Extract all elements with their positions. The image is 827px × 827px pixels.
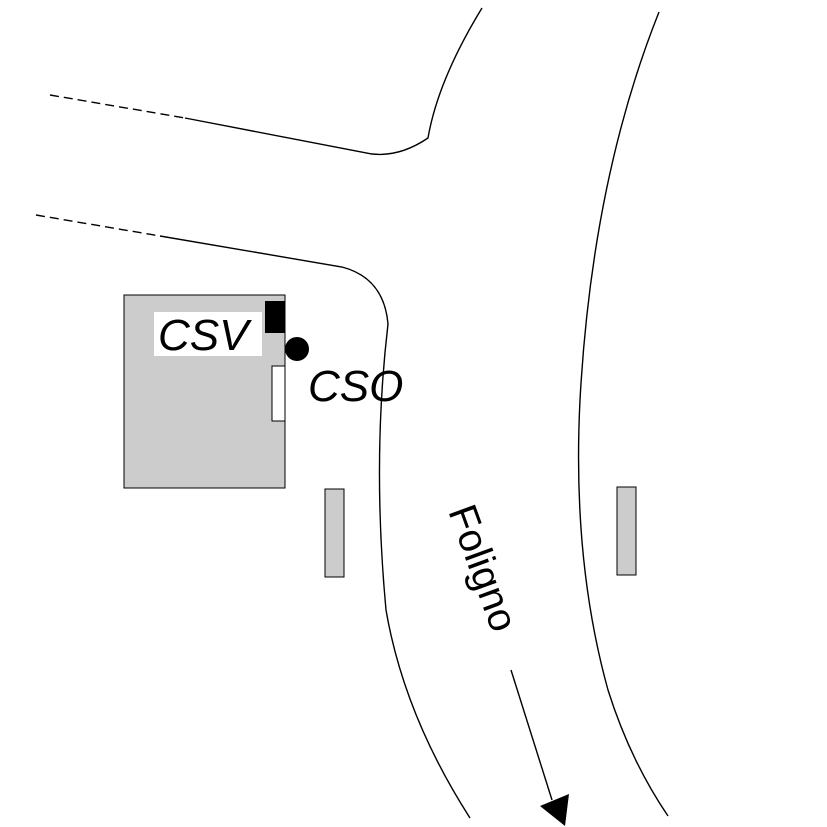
roadside-marker-left: [324, 488, 345, 578]
side-road-top-edge-dashed: [49, 94, 186, 119]
side-road-top-edge: [184, 7, 483, 156]
side-road-bottom-edge: [159, 235, 471, 819]
building-door-marker: [265, 301, 285, 333]
cso-label: CSO: [308, 362, 403, 411]
cso-station-marker-icon: [285, 337, 309, 361]
main-road-right-edge: [577, 11, 669, 817]
direction-arrow-icon: [540, 794, 569, 826]
csv-label: CSV: [158, 311, 252, 360]
direction-arrow-shaft: [510, 669, 553, 801]
csv-label-background: [154, 312, 262, 356]
direction-label: Foligno: [440, 499, 526, 637]
roadside-marker-right: [616, 486, 637, 576]
side-road-bottom-edge-dashed: [35, 214, 161, 237]
building-entrance: [271, 365, 286, 422]
